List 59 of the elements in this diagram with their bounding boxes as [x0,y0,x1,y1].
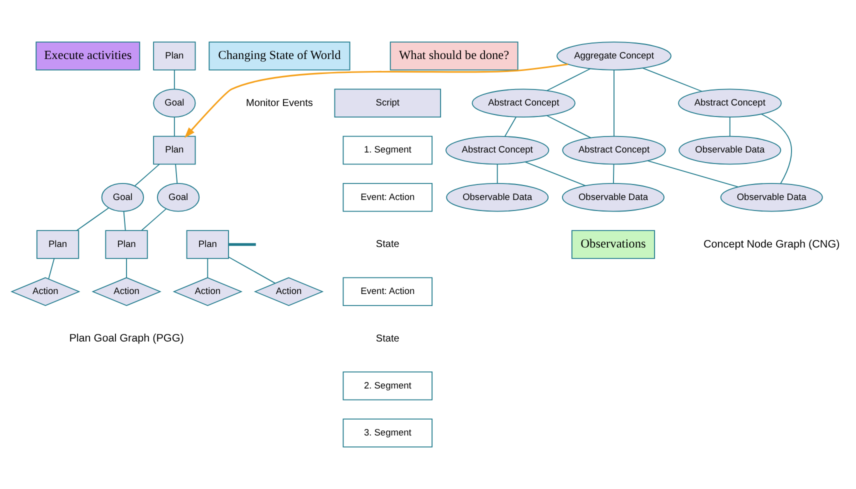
node-ellipse: Goal [101,183,144,212]
connector [647,160,738,188]
connector [174,70,175,90]
node-box: Observations [571,230,656,259]
node-ellipse: Abstract Concept [472,88,576,118]
connector [524,162,586,186]
node-box: 1. Segment [342,136,433,165]
node-box: Plan [105,230,148,259]
connector [141,208,166,231]
connector [174,116,175,137]
node-ellipse: Abstract Concept [446,136,550,165]
node-ellipse: Abstract Concept [562,136,666,165]
node-box: Plan [153,42,196,70]
node-ellipse: Goal [156,183,200,212]
connector [504,116,516,137]
node-box: Changing State of World [208,42,350,70]
connector [546,115,592,138]
connector [760,114,792,184]
connector [496,164,498,184]
connector [228,243,256,246]
node-ellipse: Abstract Concept [678,88,782,118]
node-ellipse: Goal [153,88,196,118]
label: Plan Goal Graph (PGG) [69,332,184,345]
node-box: Script [334,88,442,118]
node-box: What should be done? [390,42,518,70]
connector [175,164,178,184]
arrow [184,64,568,138]
node-box: Event: Action [342,183,433,212]
node-box: Plan [36,230,80,259]
connector [642,68,702,92]
node-ellipse: Observable Data [562,183,664,212]
node-label: State [376,239,400,250]
connector [546,68,591,92]
connector [48,258,55,280]
node-diamond: Action [254,277,324,306]
node-box: 3. Segment [342,418,433,448]
connector [228,256,276,284]
label: Concept Node Graph (CNG) [703,238,840,250]
connector [134,164,160,186]
node-ellipse: Observable Data [446,183,549,212]
node-box: Execute activities [36,42,140,70]
node-label: State [376,333,400,344]
node-diamond: Action [172,277,242,306]
node-ellipse: Aggregate Concept [556,42,672,70]
connector [729,116,730,137]
node-box: 2. Segment [342,372,433,400]
connector [126,258,127,278]
connector [123,210,126,231]
node-ellipse: Observable Data [678,136,782,165]
node-box: Event: Action [342,277,433,306]
connector [613,164,614,184]
node-label: Monitor Events [246,98,313,109]
node-box: Plan [153,136,196,165]
node-box: Plan [186,230,229,259]
node-diamond: Action [92,277,162,306]
connector [207,258,208,278]
node-ellipse: Observable Data [720,183,823,212]
node-diamond: Action [10,277,80,306]
connector [76,208,110,232]
